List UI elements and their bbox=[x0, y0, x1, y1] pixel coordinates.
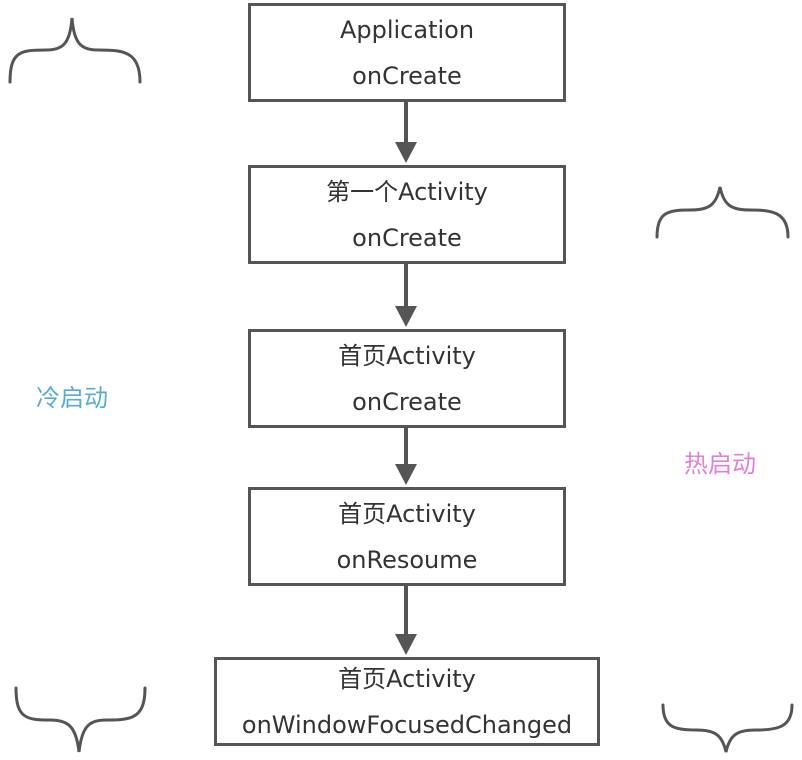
node-title: 首页Activity bbox=[338, 341, 476, 370]
node-method: onCreate bbox=[352, 61, 462, 90]
hot-start-brace-bottom-icon bbox=[661, 703, 794, 753]
node-method: onCreate bbox=[352, 387, 462, 416]
node-method: onWindowFocusedChanged bbox=[241, 710, 573, 739]
arrow-2 bbox=[395, 264, 417, 327]
arrow-1 bbox=[395, 102, 417, 163]
node-title: 第一个Activity bbox=[326, 177, 488, 206]
node-title: Application bbox=[339, 15, 475, 44]
node-application-oncreate: Application onCreate bbox=[248, 3, 566, 102]
hot-start-brace-top-icon bbox=[655, 186, 790, 239]
node-title: 首页Activity bbox=[338, 499, 476, 528]
node-method: onCreate bbox=[352, 223, 462, 252]
node-home-activity-onresume: 首页Activity onResoume bbox=[248, 487, 566, 586]
node-method: onResoume bbox=[336, 545, 478, 574]
cold-start-label: 冷启动 bbox=[36, 384, 108, 412]
cold-start-brace-bottom-icon bbox=[14, 686, 147, 753]
node-home-activity-onwindowfocusedchanged: 首页Activity onWindowFocusedChanged bbox=[214, 657, 600, 746]
arrow-3 bbox=[395, 428, 417, 485]
hot-start-label: 热启动 bbox=[684, 450, 756, 478]
arrow-4 bbox=[395, 586, 417, 655]
cold-start-brace-top-icon bbox=[8, 17, 142, 84]
node-first-activity-oncreate: 第一个Activity onCreate bbox=[248, 165, 566, 264]
node-home-activity-oncreate: 首页Activity onCreate bbox=[248, 329, 566, 428]
node-title: 首页Activity bbox=[338, 664, 476, 693]
